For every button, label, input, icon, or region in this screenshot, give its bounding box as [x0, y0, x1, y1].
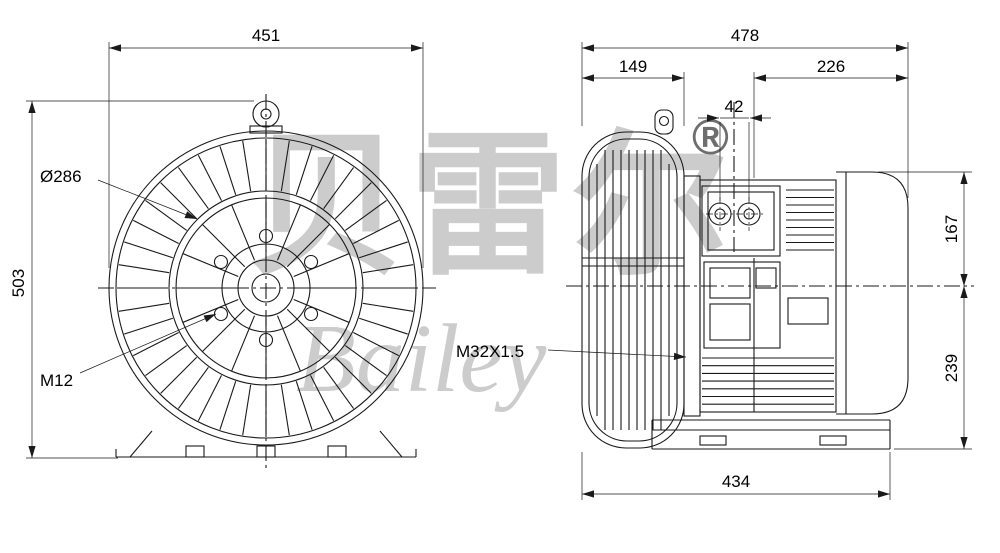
dim-side-upper-167: 167 — [878, 171, 972, 286]
dim-port-spacing-42: 42 — [698, 97, 771, 201]
bolt-holes — [213, 228, 319, 348]
motor-base — [651, 419, 891, 450]
dim-base-434: 434 — [581, 452, 891, 500]
housing-cooling-fins — [117, 139, 415, 437]
m32-callout: M32X1.5 — [456, 342, 687, 361]
motor-fins-bottom — [702, 357, 834, 405]
fan-cover — [836, 171, 909, 415]
intermediate-flange — [683, 175, 701, 417]
dim-text-226: 226 — [817, 57, 845, 76]
dim-text-434: 434 — [722, 472, 750, 491]
dim-side-149: 149 — [582, 57, 685, 126]
casing-fins — [596, 150, 670, 430]
lifting-eye — [249, 100, 283, 134]
cover-spokes — [176, 198, 356, 378]
dim-text-167: 167 — [942, 215, 961, 243]
dim-side-overall-478: 478 — [581, 26, 909, 198]
diameter-callout: Ø286 — [40, 167, 198, 220]
dim-text-503: 503 — [9, 269, 28, 297]
dim-side-226: 226 — [753, 57, 908, 178]
front-view — [108, 100, 424, 458]
nameplate — [787, 297, 829, 325]
m32-label-text: M32X1.5 — [456, 342, 524, 361]
dim-front-height-503: 503 — [9, 100, 254, 459]
m12-callout: M12 — [40, 313, 217, 390]
dim-side-lower-239: 239 — [894, 286, 972, 450]
m12-label-text: M12 — [40, 371, 73, 390]
motor-body — [699, 179, 837, 413]
side-view — [581, 109, 909, 450]
dim-text-451: 451 — [252, 26, 280, 45]
diameter-label-text: Ø286 — [40, 167, 82, 186]
side-lifting-eye — [654, 109, 674, 135]
dim-text-239: 239 — [942, 354, 961, 382]
terminal-box — [701, 185, 781, 257]
mounting-feet — [115, 430, 417, 458]
dim-text-149: 149 — [619, 57, 647, 76]
motor-fins-top — [786, 189, 834, 251]
dim-text-42: 42 — [725, 97, 744, 116]
dim-front-width-451: 451 — [108, 26, 424, 268]
dim-text-478: 478 — [731, 26, 759, 45]
